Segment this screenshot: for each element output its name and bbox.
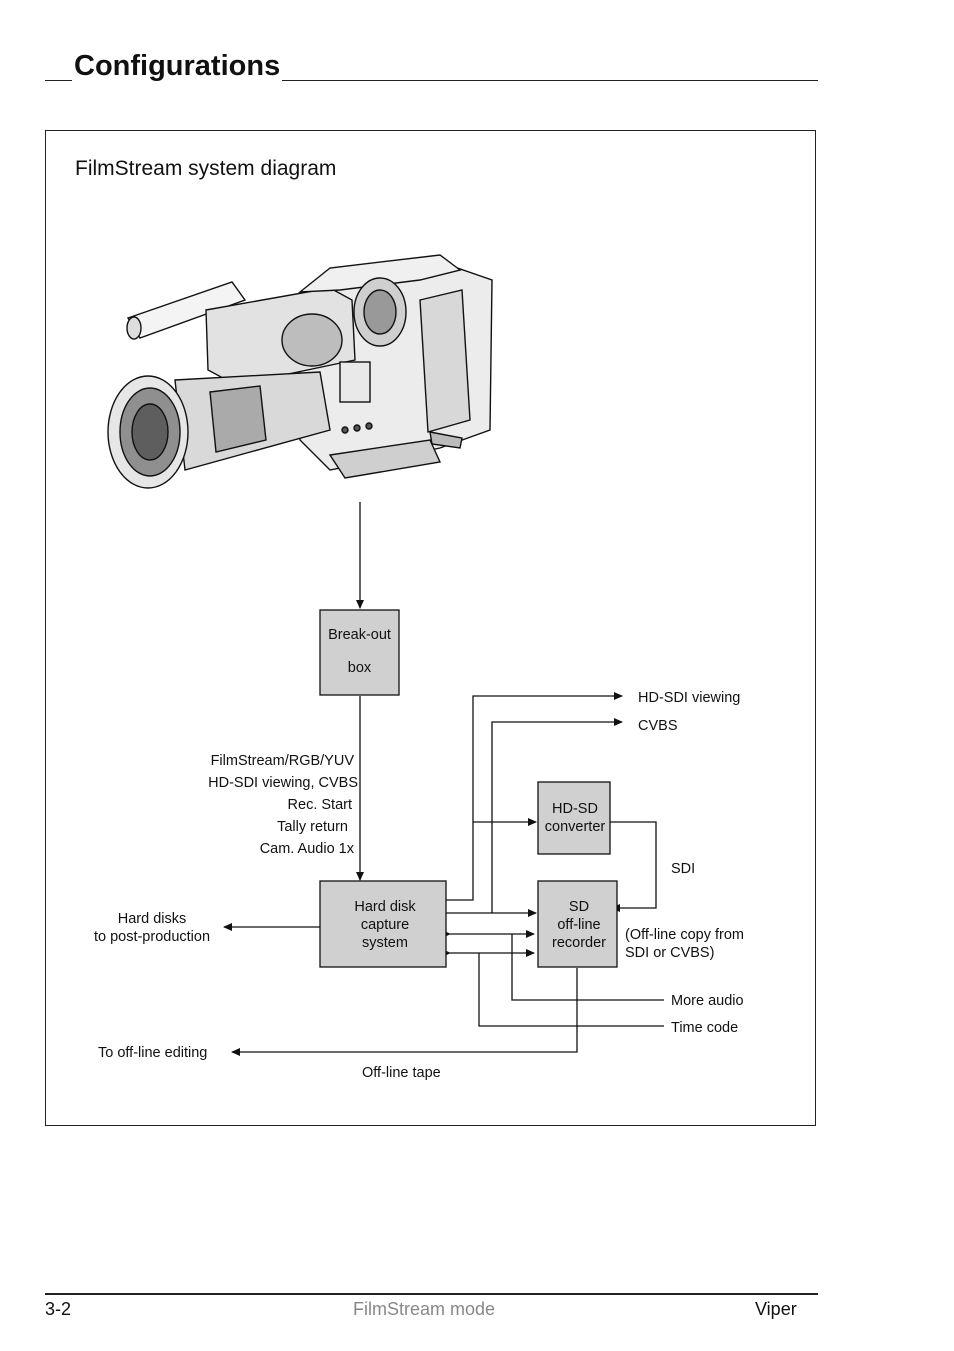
signal-line-4: Tally return <box>277 819 348 835</box>
signal-line-5: Cam. Audio 1x <box>259 841 354 857</box>
hd-sdi-viewing-arrow <box>446 692 623 901</box>
page-number: 3-2 <box>45 1299 72 1319</box>
hdsd-label: HD-SD converter <box>538 800 612 836</box>
breakout-line1: Break-out <box>328 627 391 643</box>
sd-line1: SD <box>568 899 590 915</box>
more-audio-label: More audio <box>671 993 744 1009</box>
sdi-label: SDI <box>671 861 696 877</box>
signal-line-3: Rec. Start <box>287 797 352 813</box>
hdsd-converter-box <box>537 781 611 855</box>
breakout-label: Break-out box <box>320 626 399 677</box>
heading-rule-right <box>282 80 818 81</box>
signal-line-2: HD-SDI viewing, CVBS <box>208 775 358 791</box>
camera-illustration <box>107 254 493 489</box>
hard-disks-label: Hard disks to post-production <box>88 910 216 946</box>
hd-sdi-viewing-label: HD-SDI viewing <box>638 690 741 706</box>
time-code-line <box>478 953 664 1027</box>
offline-copy-line2: SDI or CVBS) <box>625 945 715 961</box>
diagram-title: FilmStream system diagram <box>75 157 337 180</box>
sdi-loop-arrow <box>610 821 657 912</box>
cvbs-label: CVBS <box>638 718 678 734</box>
hdsd-line1: HD-SD <box>552 801 598 817</box>
hard-disks-line1: Hard disks <box>117 911 187 927</box>
breakout-box <box>319 609 400 696</box>
hdd-line3: system <box>362 935 408 951</box>
offline-copy-label: (Off-line copy from SDI or CVBS) <box>625 926 744 962</box>
hdd-line2: capture <box>360 917 410 933</box>
heading-rule-left <box>45 80 75 81</box>
diagram-frame <box>45 130 816 1126</box>
offline-copy-line1: (Off-line copy from <box>625 927 744 943</box>
hdsd-line2: converter <box>544 819 606 835</box>
hdd-capture-box <box>319 880 447 968</box>
offline-tape-label: Off-line tape <box>362 1065 441 1081</box>
cvbs-arrow <box>446 718 623 914</box>
hdd-label: Hard disk capture system <box>320 898 450 952</box>
hdd-line1: Hard disk <box>354 899 416 915</box>
footer-section: FilmStream mode <box>353 1299 496 1319</box>
to-offline-editing-label: To off-line editing <box>98 1045 208 1061</box>
signal-line-1: FilmStream/RGB/YUV <box>210 753 354 769</box>
footer-product: Viper <box>755 1299 797 1319</box>
sd-line3: recorder <box>552 935 606 951</box>
sd-label: SD off-line recorder <box>538 898 620 952</box>
offline-tape-arrow <box>231 968 578 1056</box>
page-heading: Configurations <box>72 50 283 83</box>
sd-recorder-box <box>537 880 618 968</box>
footer-rule <box>45 1293 818 1295</box>
signal-list: FilmStream/RGB/YUV HD-SDI viewing, CVBS … <box>150 750 358 860</box>
hard-disks-line2: to post-production <box>93 929 211 945</box>
time-code-label: Time code <box>671 1020 739 1036</box>
sd-line2: off-line <box>557 917 601 933</box>
breakout-line2: box <box>347 660 372 676</box>
more-audio-line <box>511 934 664 1001</box>
